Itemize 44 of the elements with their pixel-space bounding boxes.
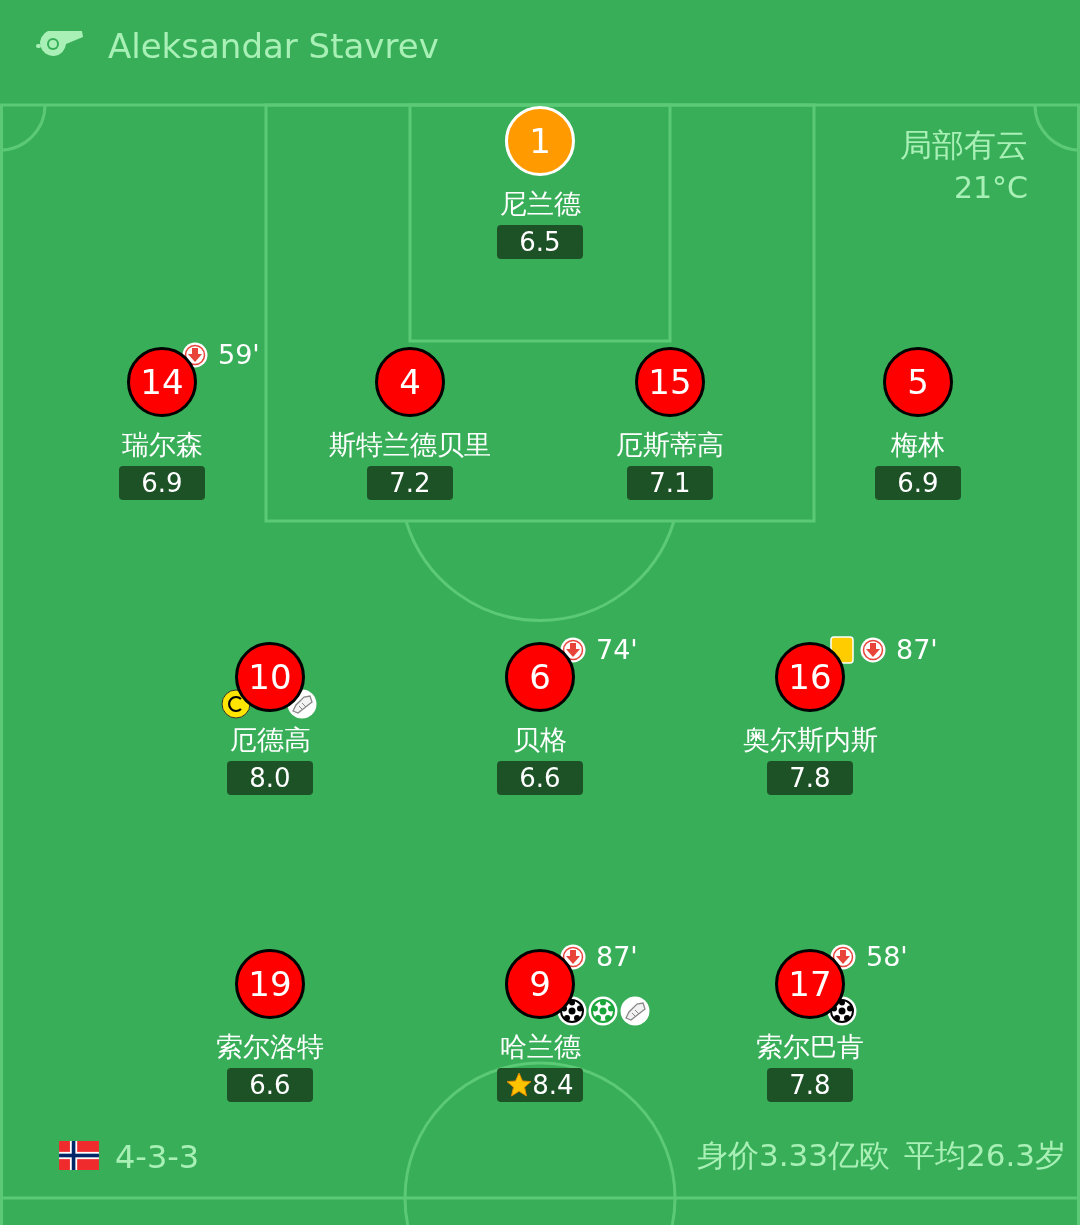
rating-value: 6.6 <box>249 1069 291 1102</box>
player-name: 贝格 <box>513 724 567 756</box>
jersey-number: 10 <box>235 642 305 712</box>
substitution-minute: 87' <box>596 942 638 972</box>
substitution-minute: 74' <box>596 635 638 665</box>
rating-value: 8.4 <box>532 1069 574 1102</box>
rating-value: 6.6 <box>519 762 561 795</box>
jersey-number: 6 <box>505 642 575 712</box>
player-name: 哈兰德 <box>499 1031 581 1063</box>
player-name: 索尔巴肯 <box>756 1031 864 1063</box>
rating-value: 7.8 <box>789 762 831 795</box>
player-name: 斯特兰德贝里 <box>329 429 491 461</box>
substitution-minute: 58' <box>866 942 908 972</box>
temperature: 21°C <box>953 173 1028 203</box>
rating-value: 7.1 <box>649 467 691 500</box>
jersey-number: 4 <box>375 347 445 417</box>
substitution-minute: 87' <box>896 635 938 665</box>
average-age: 平均26.3岁 <box>903 1140 1066 1171</box>
squad-value: 身价3.33亿欧 <box>696 1140 890 1171</box>
rating-value: 8.0 <box>249 762 291 795</box>
player-name: 厄斯蒂高 <box>616 429 724 461</box>
jersey-number: 5 <box>883 347 953 417</box>
weather: 局部有云 <box>900 129 1028 161</box>
rating-value: 7.8 <box>789 1069 831 1102</box>
jersey-number: 9 <box>505 949 575 1019</box>
player-name: 瑞尔森 <box>121 429 203 461</box>
player-name: 梅林 <box>891 429 945 461</box>
player-name: 尼兰德 <box>499 188 581 220</box>
rating-value: 7.2 <box>389 467 431 500</box>
referee-name: Aleksandar Stavrev <box>108 29 439 63</box>
rating-value: 6.9 <box>897 467 939 500</box>
rating-value: 6.5 <box>519 226 561 259</box>
jersey-number: 1 <box>505 106 575 176</box>
player-name: 奥尔斯内斯 <box>742 724 878 756</box>
jersey-number: 17 <box>775 949 845 1019</box>
formation: 4-3-3 <box>115 1141 200 1173</box>
jersey-number: 15 <box>635 347 705 417</box>
player-name: 厄德高 <box>229 724 311 756</box>
rating-value: 6.9 <box>141 467 183 500</box>
jersey-number: 16 <box>775 642 845 712</box>
jersey-number: 14 <box>127 347 197 417</box>
player-name: 索尔洛特 <box>216 1031 324 1063</box>
substitution-minute: 59' <box>218 340 260 370</box>
jersey-number: 19 <box>235 949 305 1019</box>
